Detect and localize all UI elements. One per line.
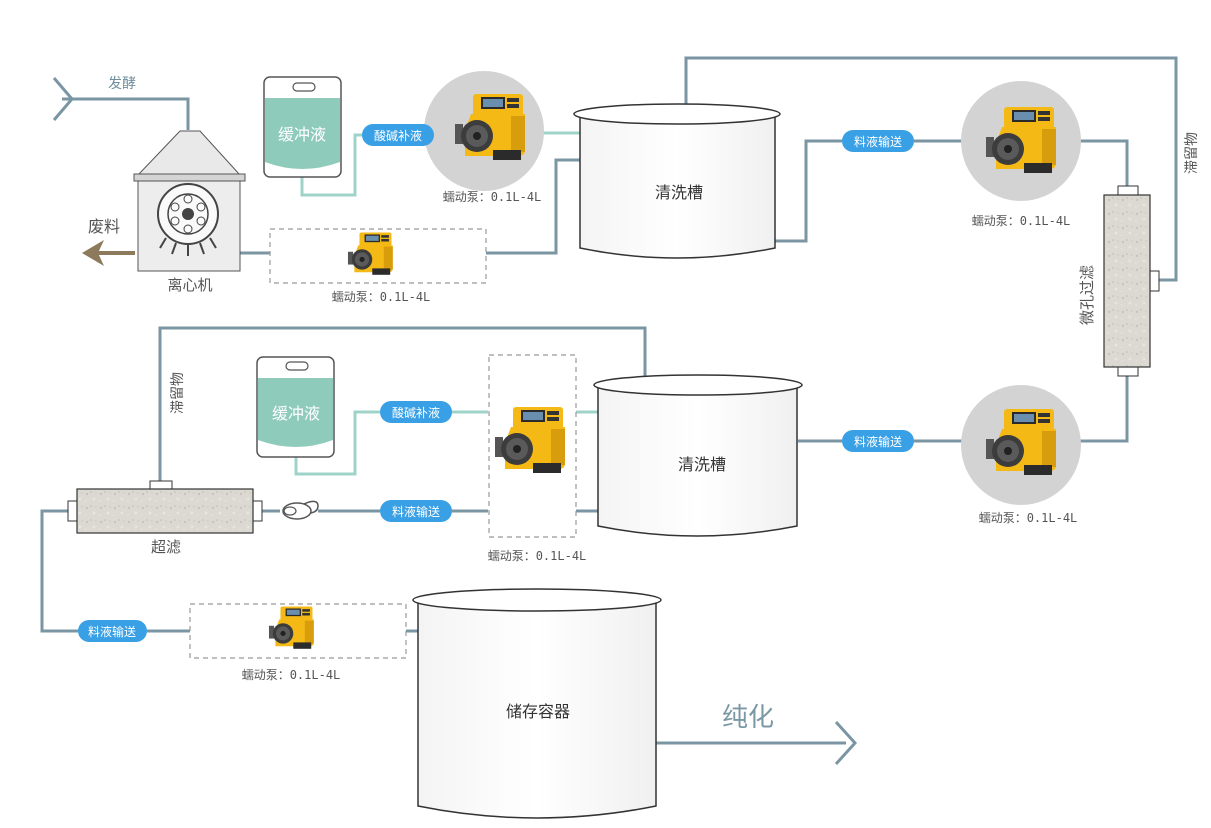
microfiltration-module <box>1103 185 1160 377</box>
badge-feed-4: 料液输送 <box>78 620 147 642</box>
badge-acid-base-1: 酸碱补液 <box>362 124 434 146</box>
label-storage: 储存容器 <box>506 702 570 721</box>
pipe-pump2-to-micro <box>1080 139 1129 186</box>
label-microfiltration: 微孔过滤 <box>1078 265 1096 325</box>
label-fermentation: 发酵 <box>108 76 136 92</box>
pipe-tank1-to-pump2 <box>775 139 962 243</box>
buffer-bag-2 <box>256 356 335 458</box>
label-centrifuge: 离心机 <box>167 276 212 294</box>
label-wash-tank-1: 清洗槽 <box>655 183 703 202</box>
label-waste: 废料 <box>88 217 120 236</box>
label-purification: 纯化 <box>722 703 774 733</box>
badge-feed-3-label: 料液输送 <box>392 504 440 519</box>
wash-tank-1 <box>573 103 781 259</box>
badge-acid-base-1-label: 酸碱补液 <box>374 128 422 143</box>
tube-clamp-icon <box>282 500 319 520</box>
label-buffer-2: 缓冲液 <box>272 404 320 423</box>
label-pump-5: 蠕动泵：0.1L-4L <box>488 549 587 563</box>
pipe-retentate-ultra <box>158 326 647 481</box>
buffer-bag-1 <box>263 76 342 178</box>
label-pump-6: 蠕动泵：0.1L-4L <box>242 668 341 682</box>
ultrafiltration-module <box>67 480 263 534</box>
label-ultrafiltration: 超滤 <box>151 538 181 556</box>
centrifuge-icon <box>157 183 219 256</box>
badge-feed-3: 料液输送 <box>380 500 452 522</box>
badge-feed-1-label: 料液输送 <box>854 134 902 149</box>
pipe-fermentation <box>62 97 190 130</box>
label-buffer-1: 缓冲液 <box>278 125 326 144</box>
purification-arrowhead <box>834 720 858 766</box>
label-pump-3: 蠕动泵：0.1L-4L <box>332 290 431 304</box>
label-pump-2: 蠕动泵：0.1L-4L <box>972 214 1071 228</box>
fermentation-arrowhead <box>52 77 74 121</box>
centrifuge <box>133 130 246 272</box>
label-wash-tank-2: 清洗槽 <box>678 455 726 474</box>
pipe-micro-to-pump4 <box>1080 376 1129 443</box>
badge-feed-1: 料液输送 <box>842 130 914 152</box>
pipe-ultra-to-storage <box>40 509 418 633</box>
pipe-retentate-top <box>684 56 1178 282</box>
badge-acid-base-2: 酸碱补液 <box>380 401 452 423</box>
badge-feed-2-label: 料液输送 <box>854 434 902 449</box>
label-retentate-2: 滞留物 <box>170 372 186 414</box>
label-pump-4: 蠕动泵：0.1L-4L <box>979 511 1078 525</box>
badge-acid-base-2-label: 酸碱补液 <box>392 405 440 420</box>
waste-arrowhead <box>82 240 104 266</box>
pipe-buffer1-teal <box>300 133 362 197</box>
label-retentate-1: 滞留物 <box>1184 132 1200 174</box>
storage-container <box>412 588 662 819</box>
pipe-buffer2-teal <box>294 410 488 476</box>
badge-feed-4-label: 料液输送 <box>88 624 136 639</box>
label-pump-1: 蠕动泵：0.1L-4L <box>443 190 542 204</box>
wash-tank-2 <box>593 374 803 537</box>
badge-feed-2: 料液输送 <box>842 430 914 452</box>
pipe-centrifuge-to-tank1 <box>240 158 580 255</box>
